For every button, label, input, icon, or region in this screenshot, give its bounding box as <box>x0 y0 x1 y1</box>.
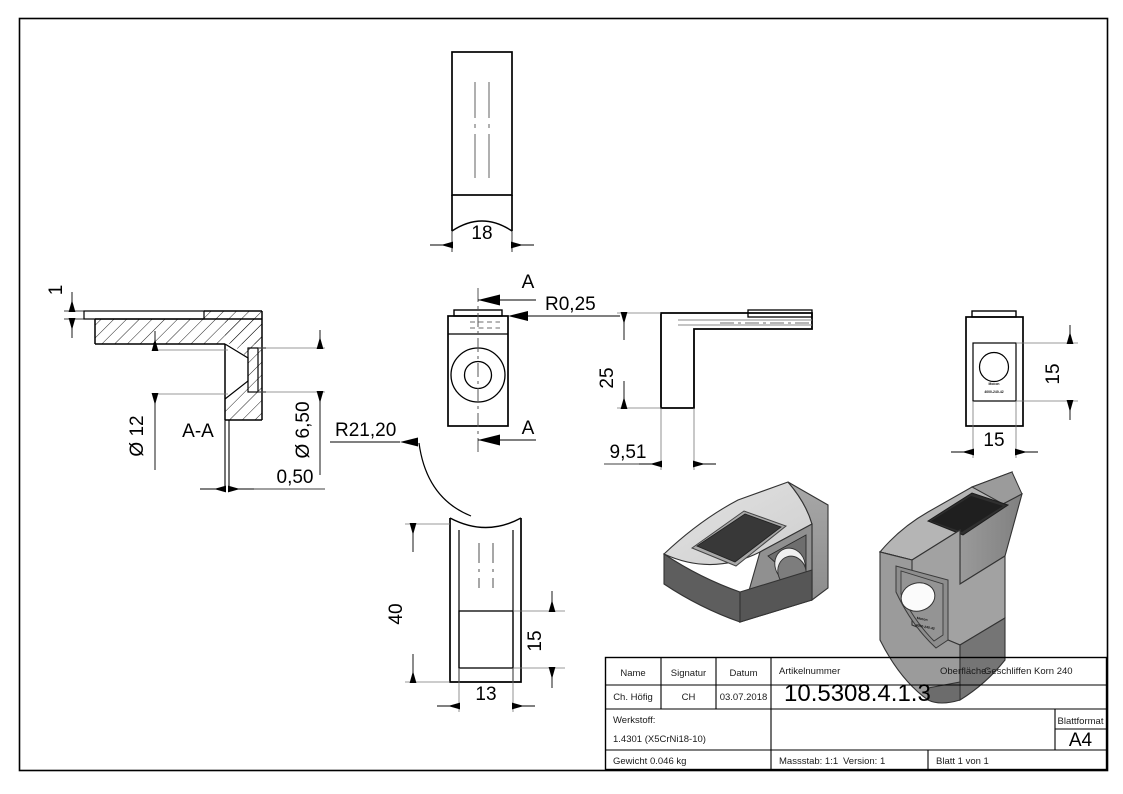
tb-werkstoff-value: 1.4301 (X5CrNi18-10) <box>613 734 706 745</box>
dimension-right-15v: 15 <box>1016 325 1078 420</box>
dim-right-15v-label: 15 <box>1043 363 1064 384</box>
tb-blatt: Blatt 1 von 1 <box>936 756 989 767</box>
micro-label-line1: Mocon <box>989 382 1000 386</box>
dim-wall-050-label: 0,50 <box>277 467 314 488</box>
dim-height-25-label: 25 <box>597 367 618 388</box>
isometric-view-left <box>663 481 829 623</box>
tb-artikelnummer-label: Artikelnummer <box>779 666 840 677</box>
title-block: Name Signatur Datum Ch. Höfig CH 03.07.2… <box>604 656 1108 771</box>
iso-micro-label-line1: Mocon <box>916 616 927 622</box>
section-label-aa: A-A <box>182 421 214 442</box>
dimension-right-15h: 15 <box>951 401 1038 458</box>
dim-depth-951-label: 9,51 <box>610 442 647 463</box>
dimension-bottom-13: 13 <box>437 668 535 712</box>
callout-r025-label: R0,25 <box>545 294 596 315</box>
dim-plate-thickness-label: 1 <box>46 285 67 296</box>
tb-blattformat-value: A4 <box>1069 730 1093 751</box>
section-arrow-top: A <box>478 272 536 306</box>
dim-bottom-15-label: 15 <box>525 630 546 651</box>
section-letter-bottom: A <box>522 418 535 439</box>
section-letter-top: A <box>522 272 535 293</box>
dim-right-15h-label: 15 <box>983 430 1004 451</box>
dimension-depth-951: 9,51 <box>604 408 716 470</box>
callout-r025: R0,25 <box>508 294 620 321</box>
dimension-bottom-40: 40 <box>386 523 450 683</box>
dim-bore-12-label: Ø 12 <box>127 415 148 456</box>
tb-header-signatur: Signatur <box>671 668 706 679</box>
bottom-view: R21,20 40 <box>330 420 565 712</box>
iso-micro-label-line2: 4000-240-42 <box>915 623 935 631</box>
tb-value-datum: 03.07.2018 <box>720 692 768 703</box>
dimension-bore-12: Ø 12 <box>127 331 228 470</box>
dimension-wall-050: 0,50 <box>200 467 325 493</box>
top-view: 18 <box>430 51 534 252</box>
tb-oberflaeche-label: Oberfläche: <box>940 666 989 677</box>
dimension-height-25: 25 <box>597 312 661 409</box>
section-hatching <box>95 311 262 420</box>
dim-bottom-13-label: 13 <box>475 684 496 705</box>
dim-bottom-40-label: 40 <box>386 603 407 624</box>
dim-top-width-label: 18 <box>471 223 492 244</box>
section-arrow-bottom: A <box>478 418 536 446</box>
section-a-a: 1 Ø 12 Ø 6,50 0,50 A-A <box>46 285 325 493</box>
right-view-hole <box>978 351 1010 383</box>
front-view: A A R0,25 <box>447 272 620 452</box>
tb-version: Version: 1 <box>843 756 885 767</box>
tb-gewicht: Gewicht 0.046 kg <box>613 756 686 767</box>
tb-massstab: Massstab: 1:1 <box>779 756 838 767</box>
tb-value-signatur: CH <box>682 692 696 703</box>
tb-blattformat-label: Blattformat <box>1058 716 1104 727</box>
tb-werkstoff-label: Werkstoff: <box>613 715 655 726</box>
micro-label-line2: 4000-240-42 <box>984 390 1003 394</box>
dimension-top-width: 18 <box>430 223 534 252</box>
tb-header-name: Name <box>620 668 645 679</box>
tb-artikelnummer-value: 10.5308.4.1.3 <box>784 680 931 707</box>
sheet-border <box>18 17 1109 772</box>
tb-oberflaeche-value: Geschliffen Korn 240 <box>984 666 1073 677</box>
isometric-view-right: Mocon 4000-240-42 <box>879 471 1023 704</box>
side-view: 25 9,51 <box>597 309 813 470</box>
dimension-bore-650: Ø 6,50 <box>258 330 325 475</box>
dimension-bottom-15: 15 <box>513 591 565 688</box>
tb-header-datum: Datum <box>730 668 758 679</box>
dimension-plate-thickness: 1 <box>46 285 84 338</box>
right-view: Mocon 4000-240-42 15 15 <box>951 310 1078 458</box>
tb-value-name: Ch. Höfig <box>613 692 653 703</box>
dim-bore-650-label: Ø 6,50 <box>293 401 314 458</box>
callout-r2120-label: R21,20 <box>335 420 396 441</box>
bottom-view-pad <box>458 610 514 669</box>
callout-r2120: R21,20 <box>330 420 472 517</box>
